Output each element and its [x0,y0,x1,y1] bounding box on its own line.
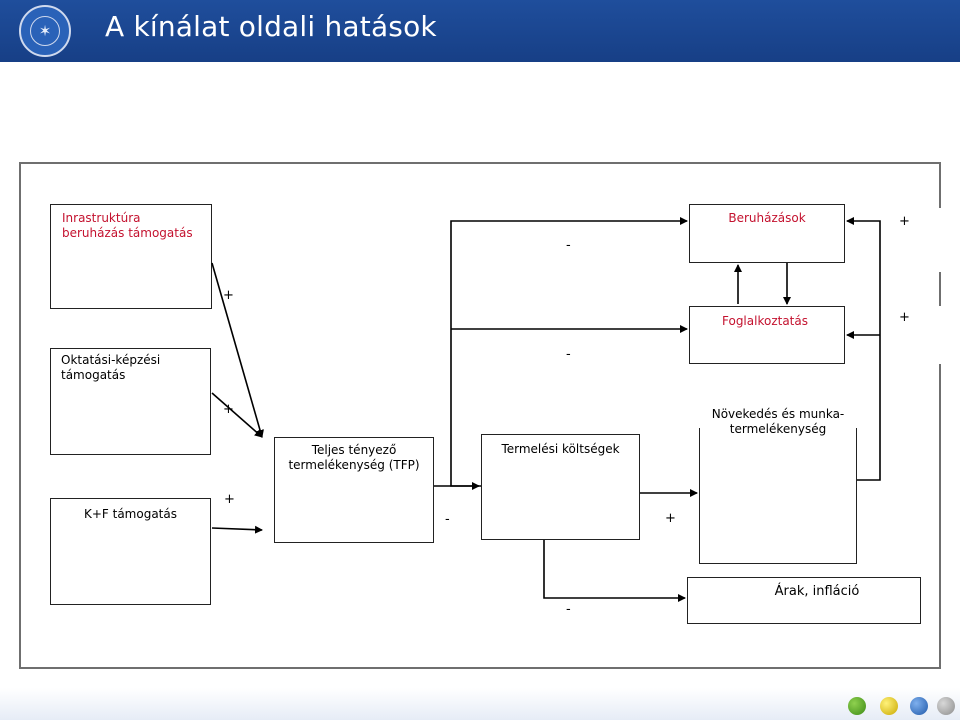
arrow-infra-to-tfp [211,262,264,438]
node-rnd-support: K+F támogatás [50,498,211,605]
blue-ball-icon [910,697,928,715]
right-patch-mid [888,306,960,364]
gray-ball-icon [937,697,955,715]
seal-emblem-icon: ✶ [30,16,60,46]
node-tfp-label: Teljes tényező termelékenység (TFP) [288,443,420,472]
node-infrastructure-support: Inrastruktúra beruházás támogatás [50,204,212,309]
minus-patch [557,338,605,384]
yellow-ball-icon [880,697,898,715]
node-prices-inflation: Árak, infláció [687,577,921,624]
green-ball-icon [848,697,866,715]
arrow-edu-to-tfp [211,392,263,438]
node-education-label: Oktatási-képzési támogatás [61,353,161,382]
sign-costs-prices: - [566,602,571,617]
node-rnd-label: K+F támogatás [83,507,177,521]
slide-footer [0,688,960,720]
arrow-costs-to-investments [450,217,688,487]
sign-feedback-employment: + [899,310,910,325]
node-investments-label: Beruházások [728,211,806,225]
node-tfp: Teljes tényező termelékenység (TFP) [274,437,434,543]
right-patch-top [888,208,960,272]
node-investments: Beruházások [689,204,845,263]
node-prices-label: Árak, infláció [774,584,860,599]
university-seal-icon: ✶ [19,5,71,57]
arrow-rnd-to-tfp [211,525,263,534]
sign-feedback-investments: + [899,214,910,229]
sign-rnd-tfp: + [224,492,235,507]
sign-tfp-costs: - [445,512,450,527]
sign-costs-investments: - [566,238,571,253]
node-infrastructure-label: Inrastruktúra beruházás támogatás [62,211,193,240]
sign-costs-growth: + [665,511,676,526]
sign-costs-employment: - [566,347,571,362]
node-employment: Foglalkoztatás [689,306,845,364]
node-employment-label: Foglalkoztatás [722,314,808,328]
node-production-costs: Termelési költségek [481,434,640,540]
arrow-costs-to-prices [543,540,686,602]
sign-education-tfp: + [223,402,234,417]
slide-title: A kínálat oldali hatások [105,10,437,43]
node-production-costs-label: Termelési költségek [501,442,620,456]
sign-infra-tfp: + [223,288,234,303]
node-education-support: Oktatási-képzési támogatás [50,348,211,455]
slide-header: ✶ A kínálat oldali hatások [0,0,960,62]
node-growth-label: Növekedés és munka-termelékenység [700,407,856,437]
arrow-growth-to-investments [846,217,881,481]
